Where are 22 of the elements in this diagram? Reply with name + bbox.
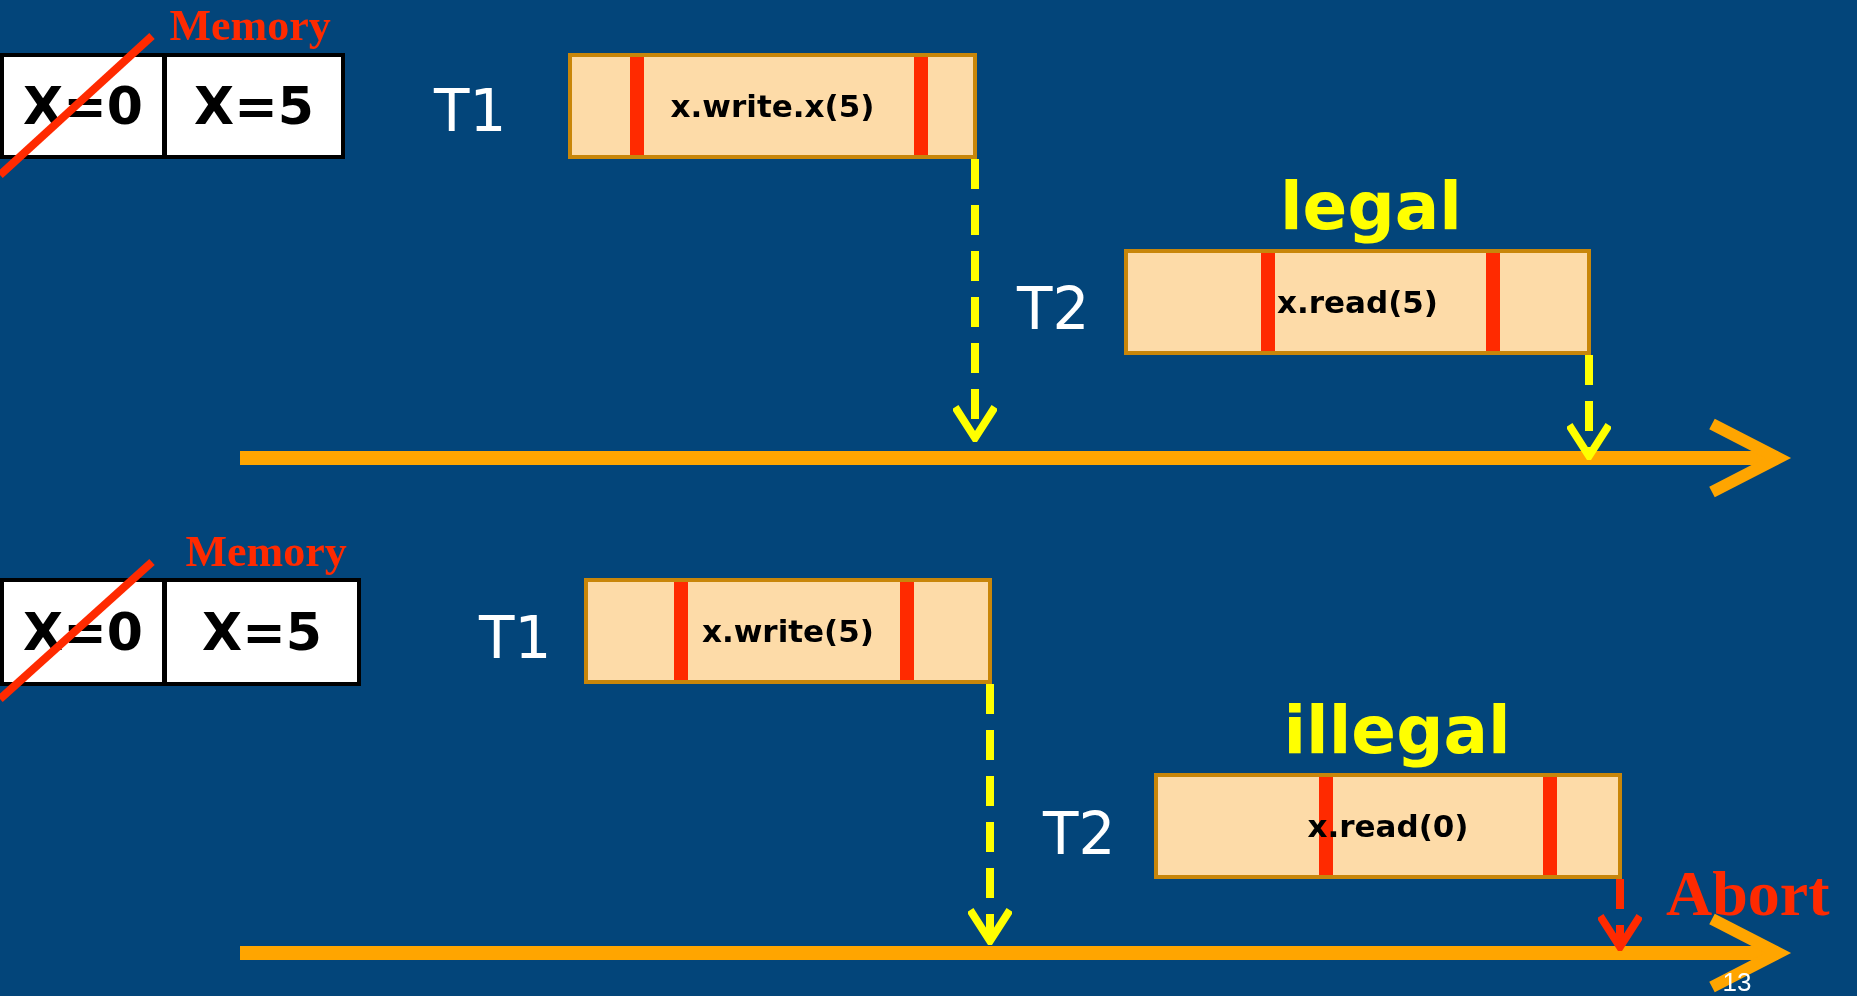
operation-text: x.write.x(5) — [670, 88, 875, 124]
transaction-label: T1 — [434, 82, 507, 140]
memory-value: X=5 — [194, 76, 314, 136]
dashed-arrow — [1596, 879, 1644, 951]
memory-value: X=5 — [202, 602, 322, 662]
dashed-arrow — [966, 684, 1014, 945]
dashed-arrow — [1565, 355, 1613, 460]
memory-cell — [163, 53, 345, 159]
transaction-box — [568, 53, 977, 159]
memory-heading: Memory — [169, 4, 331, 48]
transaction-label: T2 — [1017, 280, 1090, 338]
transaction-label: T1 — [479, 609, 552, 667]
memory-cell — [163, 578, 361, 686]
transaction-box — [1124, 249, 1591, 355]
operation-text: x.read(5) — [1276, 284, 1439, 320]
transaction-box — [584, 578, 992, 684]
operation-text: x.write(5) — [701, 613, 875, 649]
dashed-arrow — [951, 159, 999, 442]
transaction-label: T2 — [1043, 805, 1116, 863]
abort-label: Abort — [1666, 862, 1830, 926]
memory-heading: Memory — [185, 530, 347, 574]
transaction-box — [1154, 773, 1622, 879]
